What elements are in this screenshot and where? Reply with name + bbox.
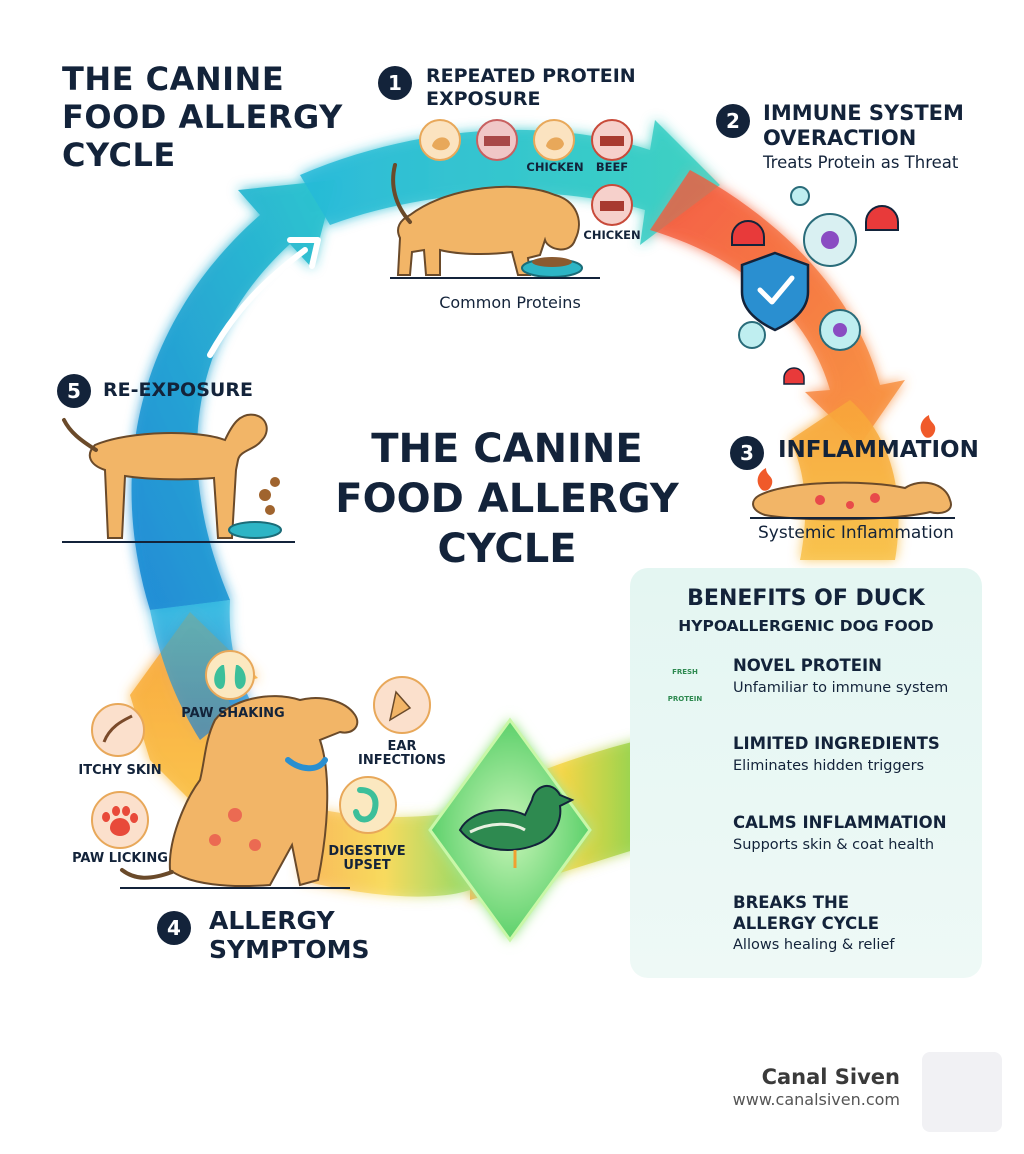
dog-eating-icon (390, 163, 600, 279)
motion-arrow-icon (207, 237, 321, 358)
benefit-title: BREAKS THE ALLERGY CYCLE (733, 892, 879, 934)
step-badge: 1 (378, 66, 412, 100)
step-title-line: SYMPTOMS (209, 935, 370, 964)
protein-label: BEEF (595, 160, 629, 174)
title-line: THE CANINE (62, 60, 285, 98)
alarm-icon (731, 220, 765, 246)
title-line: THE CANINE (371, 426, 643, 472)
symptom-label: PAW SHAKING (181, 706, 285, 721)
step-title-inflammation: INFLAMMATION (778, 437, 979, 463)
benefit-title-line: ALLERGY CYCLE (733, 914, 880, 933)
badge-text-line: FRESH (672, 668, 698, 676)
symptom-label: PAW LICKING (72, 851, 168, 866)
check-icon (757, 275, 795, 305)
arrow-left-descend (150, 600, 250, 740)
alarm-icon (865, 205, 899, 231)
badge-text-line: PROTEIN (667, 695, 703, 703)
symptom-label: ITCHY SKIN (78, 763, 162, 778)
skin-icon (91, 703, 145, 757)
symptom-label: UPSET (343, 858, 391, 873)
arrow-symptoms-sweep (300, 805, 470, 897)
virus-icon (790, 186, 810, 206)
step-badge: 3 (730, 436, 764, 470)
flame-icon (920, 415, 936, 438)
inflamed-dog-icon (750, 415, 955, 521)
step-caption: Treats Protein as Threat (763, 153, 959, 172)
step-badge: 2 (716, 104, 750, 138)
benefits-panel (630, 568, 982, 978)
protein-label: CHICKEN (583, 228, 641, 242)
shield-icon (740, 251, 810, 332)
step-title-line: EXPOSURE (426, 88, 541, 110)
brand-name: Canal Siven (761, 1065, 900, 1089)
benefit-title: CALMS INFLAMMATION (733, 813, 947, 832)
fresh-badge-text: FRESH PROTEIN (664, 668, 706, 704)
step-title-line: ALLERGY (209, 906, 335, 935)
symptom-label: INFECTIONS (357, 753, 447, 768)
benefit-desc: Unfamiliar to immune system (733, 680, 949, 696)
benefits-title: BENEFITS OF DUCK (687, 586, 925, 611)
benefits-subtitle: HYPOALLERGENIC DOG FOOD (678, 617, 934, 635)
virus-icon (819, 309, 861, 351)
step-title-line: OVERACTION (763, 126, 917, 150)
protein-icons (419, 119, 633, 226)
title-line: CYCLE (437, 526, 577, 572)
benefit-title: NOVEL PROTEIN (733, 656, 882, 675)
protein-label: CHICKEN (526, 160, 584, 174)
step-title-exposure: REPEATED PROTEIN EXPOSURE (426, 65, 636, 111)
benefit-desc: Allows healing & relief (733, 937, 895, 953)
itchy-dog-icon (120, 695, 359, 889)
center-title: THE CANINE FOOD ALLERGY CYCLE (322, 424, 692, 574)
title-line: FOOD ALLERGY (62, 98, 343, 136)
step-badge: 5 (57, 374, 91, 408)
lungs-icon (205, 650, 255, 700)
step-title-reexposure: RE-EXPOSURE (103, 379, 253, 401)
immune-scene (731, 186, 899, 385)
virus-icon (803, 213, 857, 267)
brand-logo (922, 1052, 1002, 1132)
title-line: FOOD ALLERGY (335, 476, 679, 522)
step-title-immune: IMMUNE SYSTEM OVERACTION (763, 101, 964, 151)
symptom-label: DIGESTIVE (328, 844, 406, 859)
step-title-line: IMMUNE SYSTEM (763, 101, 964, 125)
stomach-icon (339, 776, 397, 834)
symptom-label: EAR (387, 739, 417, 754)
step-caption: Common Proteins (439, 293, 581, 312)
step-caption: Systemic Inflammation (758, 523, 954, 543)
benefit-desc: Supports skin & coat health (733, 837, 935, 853)
benefit-desc: Eliminates hidden triggers (733, 758, 925, 774)
page-title: THE CANINE FOOD ALLERGY CYCLE (62, 60, 343, 174)
virus-icon (738, 321, 766, 349)
benefit-title: LIMITED INGREDIENTS (733, 734, 940, 753)
step-title-symptoms: ALLERGY SYMPTOMS (209, 906, 370, 964)
alarm-icon (783, 367, 805, 385)
title-line: CYCLE (62, 136, 176, 174)
flame-icon (757, 468, 773, 491)
dog-standing-icon (62, 413, 295, 543)
arrow-reexposure-to-exposure (131, 180, 335, 610)
benefit-title-line: BREAKS THE (733, 893, 850, 912)
brand-url[interactable]: www.canalsiven.com (732, 1090, 900, 1109)
arrow-immune-to-inflammation (650, 170, 905, 445)
duck-icon (458, 785, 575, 868)
step-badge: 4 (157, 911, 191, 945)
step-title-line: REPEATED PROTEIN (426, 65, 636, 87)
